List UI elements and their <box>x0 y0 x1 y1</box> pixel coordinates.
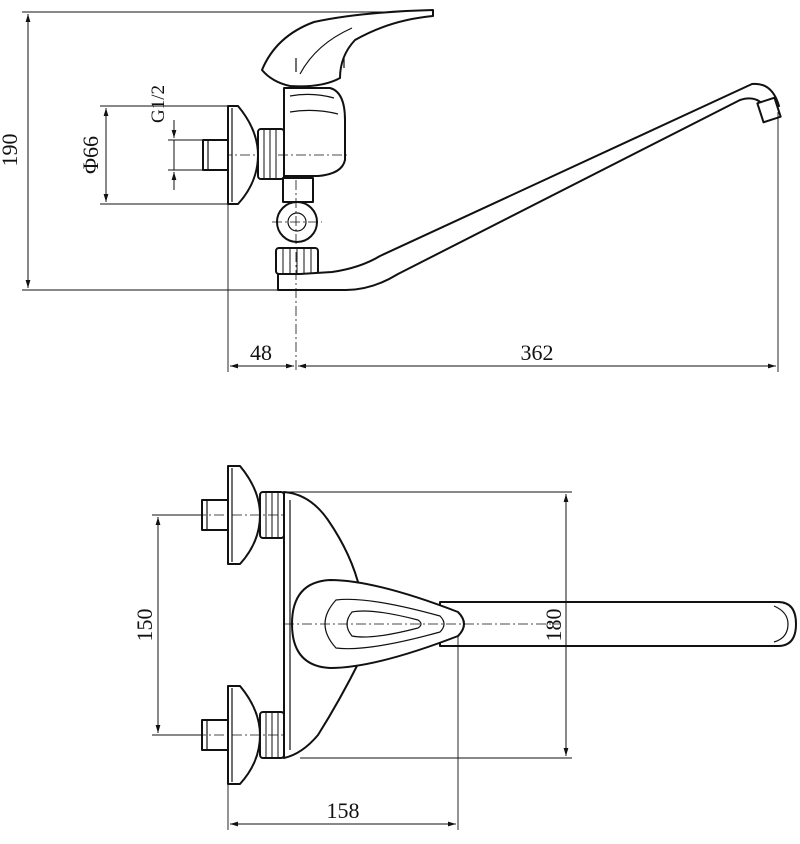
lower-inlet-assembly <box>196 685 292 785</box>
dimension-inlet-spacing: 150 <box>132 514 202 736</box>
dimension-body-height: 180 <box>284 491 572 759</box>
label-depth: 158 <box>327 798 360 823</box>
swing-spout <box>277 82 782 372</box>
spout-top-view <box>439 601 797 647</box>
label-height: 190 <box>0 134 22 167</box>
dimension-thread: G1/2 <box>148 85 203 190</box>
label-offset: 48 <box>250 340 272 365</box>
valve-body <box>278 87 350 177</box>
upper-inlet-assembly <box>196 465 292 565</box>
lower-nut <box>275 247 319 275</box>
dimension-offset-and-reach: 48 362 <box>227 180 776 372</box>
inlet-pipe <box>202 139 229 171</box>
lever-top-view <box>284 579 560 669</box>
top-view: 150 180 158 <box>132 465 797 830</box>
diverter-knob <box>272 177 322 243</box>
label-inlet-spacing: 150 <box>132 609 157 642</box>
dimension-flange-diameter: Φ66 <box>78 105 232 205</box>
label-thread: G1/2 <box>148 85 169 123</box>
lever-handle <box>261 9 434 88</box>
union-nut <box>257 128 285 180</box>
label-body-height: 180 <box>541 609 566 642</box>
side-view: 190 Φ66 G1/2 <box>0 9 782 372</box>
label-flange-diameter: Φ66 <box>78 136 103 174</box>
dimension-height-190: 190 <box>0 11 430 291</box>
label-reach: 362 <box>521 340 554 365</box>
dimension-depth: 158 <box>227 636 459 830</box>
